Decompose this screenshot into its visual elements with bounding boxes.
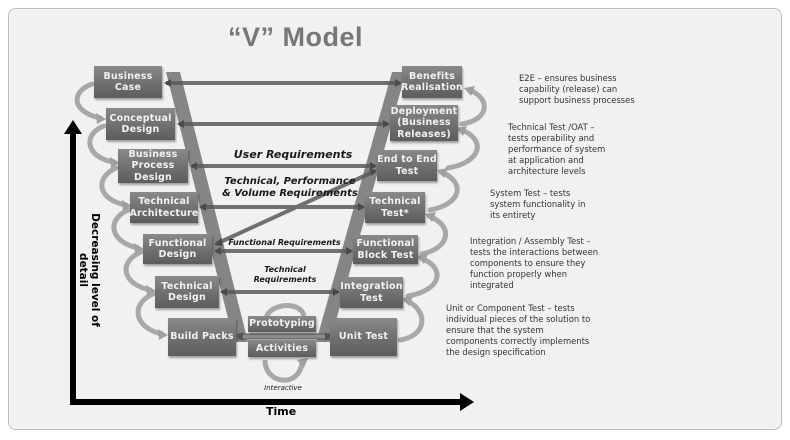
box-unit-test: Unit Test — [330, 318, 397, 356]
box-functional-design: Functional Design — [143, 234, 212, 264]
box-benefits-realisation: Benefits Realisation — [401, 66, 463, 98]
desc-integration-test: Integration / Assembly Test – tests the … — [470, 236, 599, 290]
box-prototyping: Prototyping — [248, 316, 316, 332]
box-business-case: Business Case — [94, 66, 162, 98]
box-build-packs: Build Packs — [168, 318, 236, 356]
box-technical-test: Technical Test* — [365, 192, 425, 223]
desc-e2e: E2E – ensures business capability (relea… — [519, 73, 635, 105]
box-activities: Activities — [248, 340, 316, 357]
box-technical-design: Technical Design — [155, 276, 219, 308]
left-flow-arrows — [74, 81, 165, 337]
x-axis-label: Time — [266, 405, 297, 418]
desc-unit-test: Unit or Component Test – tests individua… — [446, 303, 591, 357]
y-axis-arrowhead — [64, 120, 82, 134]
box-end-to-end-test: End to End Test — [377, 150, 437, 181]
label-technical-requirements: Technical Requirements — [253, 265, 317, 284]
box-business-process-design: Business Process Design — [118, 149, 188, 183]
y-axis-label: Decreasing level of detail — [77, 213, 101, 327]
diagram-title: “V” Model — [228, 22, 364, 52]
box-integration-test: Integration Test — [340, 277, 403, 308]
box-technical-architecture: Technical Architecture — [129, 192, 198, 223]
label-user-requirements: User Requirements — [233, 148, 353, 161]
link-func-design-e2e-diagonal — [215, 169, 376, 246]
prototyping-bar — [237, 333, 331, 340]
box-functional-block-test: Functional Block Test — [353, 235, 418, 264]
label-functional-requirements: Functional Requirements — [228, 238, 341, 247]
right-flow-arrowheads — [402, 86, 475, 306]
right-flow-arrows — [397, 87, 487, 343]
x-axis-arrowhead — [460, 393, 474, 411]
left-flow-arrowheads — [96, 113, 168, 340]
desc-system-test: System Test – tests system functionality… — [490, 188, 586, 220]
label-interactive: Interactive — [264, 384, 302, 392]
box-conceptual-design: Conceptual Design — [106, 108, 175, 140]
label-technical-performance-volume: Technical, Performance & Volume Requirem… — [222, 176, 358, 199]
box-deployment: Deployment (Business Releases) — [390, 105, 458, 141]
desc-technical-test-oat: Technical Test /OAT – tests operability … — [508, 122, 606, 176]
